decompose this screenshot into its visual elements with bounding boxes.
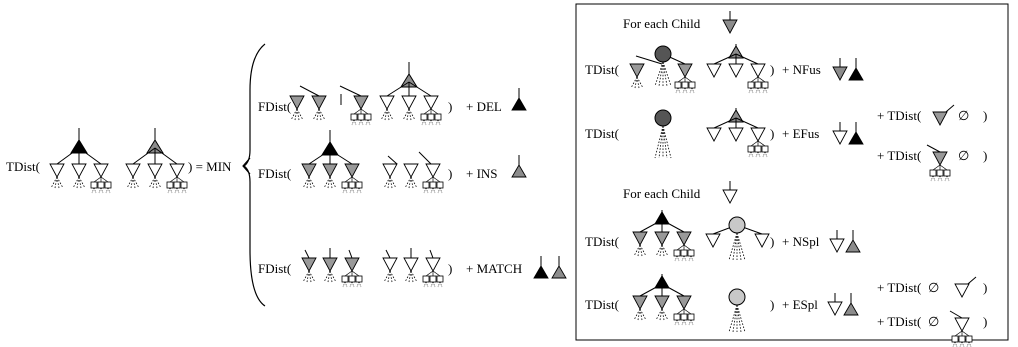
hollow-disk-node-icon [728,216,746,234]
filled-node-triangle-icon [511,87,527,111]
filled-node-triangle-icon [848,57,864,81]
lhs-open: TDist( [6,159,40,174]
row-espl-op: + ESpl [782,297,818,312]
empty-set-symbol: ∅ [928,314,939,329]
expansion-box-frame [575,3,1009,341]
aux-efus-a-text: + TDist( [877,108,921,123]
forest-subtree-icon [90,163,112,194]
row-nspl: TDist( ) + NSpl [585,210,861,262]
row-efus: TDist( ) + EFus [585,108,864,159]
case-match-op: + MATCH [466,261,522,276]
forest-subtree-icon [71,163,87,189]
row-nspl-op: + NSpl [782,234,820,249]
hollow-node-triangle-icon [551,255,567,279]
aux-espl-a-close: ) [983,280,987,295]
forest-subtree-icon [49,163,65,189]
aux-espl-a-text: + TDist( [877,280,921,295]
aux-espl-b-close: ) [983,314,987,329]
row-nspl-close: ) [770,234,774,249]
filled-disk-node-icon [654,109,672,127]
aux-efus-b: + TDist( ∅ ) [877,144,987,182]
aux-efus-b-close: ) [983,148,987,163]
fusion-header: For each Child [623,10,738,34]
empty-set-symbol: ∅ [928,280,939,295]
row-nfus-close: ) [770,62,774,77]
hollow-node-triangle-icon [845,229,861,253]
empty-set-symbol: ∅ [958,148,969,163]
case-del-op: + DEL [466,99,502,114]
aux-efus-a: + TDist( ∅ ) [877,104,987,126]
aux-efus-a-close: ) [983,108,987,123]
aux-espl-b-text: + TDist( [877,314,921,329]
case-match: FDist( ) + MATCH [258,248,567,288]
hollow-node-triangle-icon [827,292,843,316]
filled-node-triangle-icon [533,255,549,279]
row-nfus-func: TDist( [585,62,619,77]
row-efus-op: + EFus [782,126,819,141]
aux-espl-a: + TDist( ∅ ) [877,276,987,298]
case-del-func: FDist( [258,99,291,114]
row-efus-func: TDist( [585,126,619,141]
hollow-node-triangle-icon [722,10,738,34]
hollow-node-triangle-icon [832,57,848,81]
case-match-close: ) [448,261,452,276]
row-espl: TDist( ) + ESpl [585,274,859,333]
filled-node-triangle-icon [848,121,864,145]
lhs-close: ) = MIN [188,159,232,174]
lhs-term: TDist( ) = MIN [6,128,232,194]
filled-disk-node-icon [654,45,672,63]
row-espl-close: ) [770,297,774,312]
row-nspl-func: TDist( [585,234,619,249]
hollow-node-triangle-icon [843,292,859,316]
empty-set-symbol: ∅ [958,108,969,123]
fusion-header-label: For each Child [623,16,701,31]
split-header-label: For each Child [623,186,701,201]
lhs-forest-1 [49,128,112,194]
case-del: FDist( ) + DEL [258,62,527,126]
split-header: For each Child [623,180,738,204]
hollow-node-triangle-icon [511,154,527,178]
aux-espl-b: + TDist( ∅ ) [877,310,987,347]
row-espl-func: TDist( [585,297,619,312]
case-ins: FDist( ) + INS [258,130,527,194]
hollow-node-triangle-icon [829,229,845,253]
case-ins-func: FDist( [258,166,291,181]
lhs-forest-2 [125,128,188,194]
aux-efus-b-text: + TDist( [877,148,921,163]
case-ins-close: ) [448,166,452,181]
hollow-node-triangle-icon [722,180,738,204]
row-nfus: TDist( ) + NFus [585,44,864,94]
case-ins-op: + INS [466,166,498,181]
row-nfus-op: + NFus [782,62,821,77]
case-del-close: ) [448,99,452,114]
min-brace [242,43,266,307]
case-match-func: FDist( [258,261,291,276]
hollow-disk-node-icon [728,288,746,306]
hollow-node-triangle-icon [832,121,848,145]
row-efus-close: ) [770,126,774,141]
